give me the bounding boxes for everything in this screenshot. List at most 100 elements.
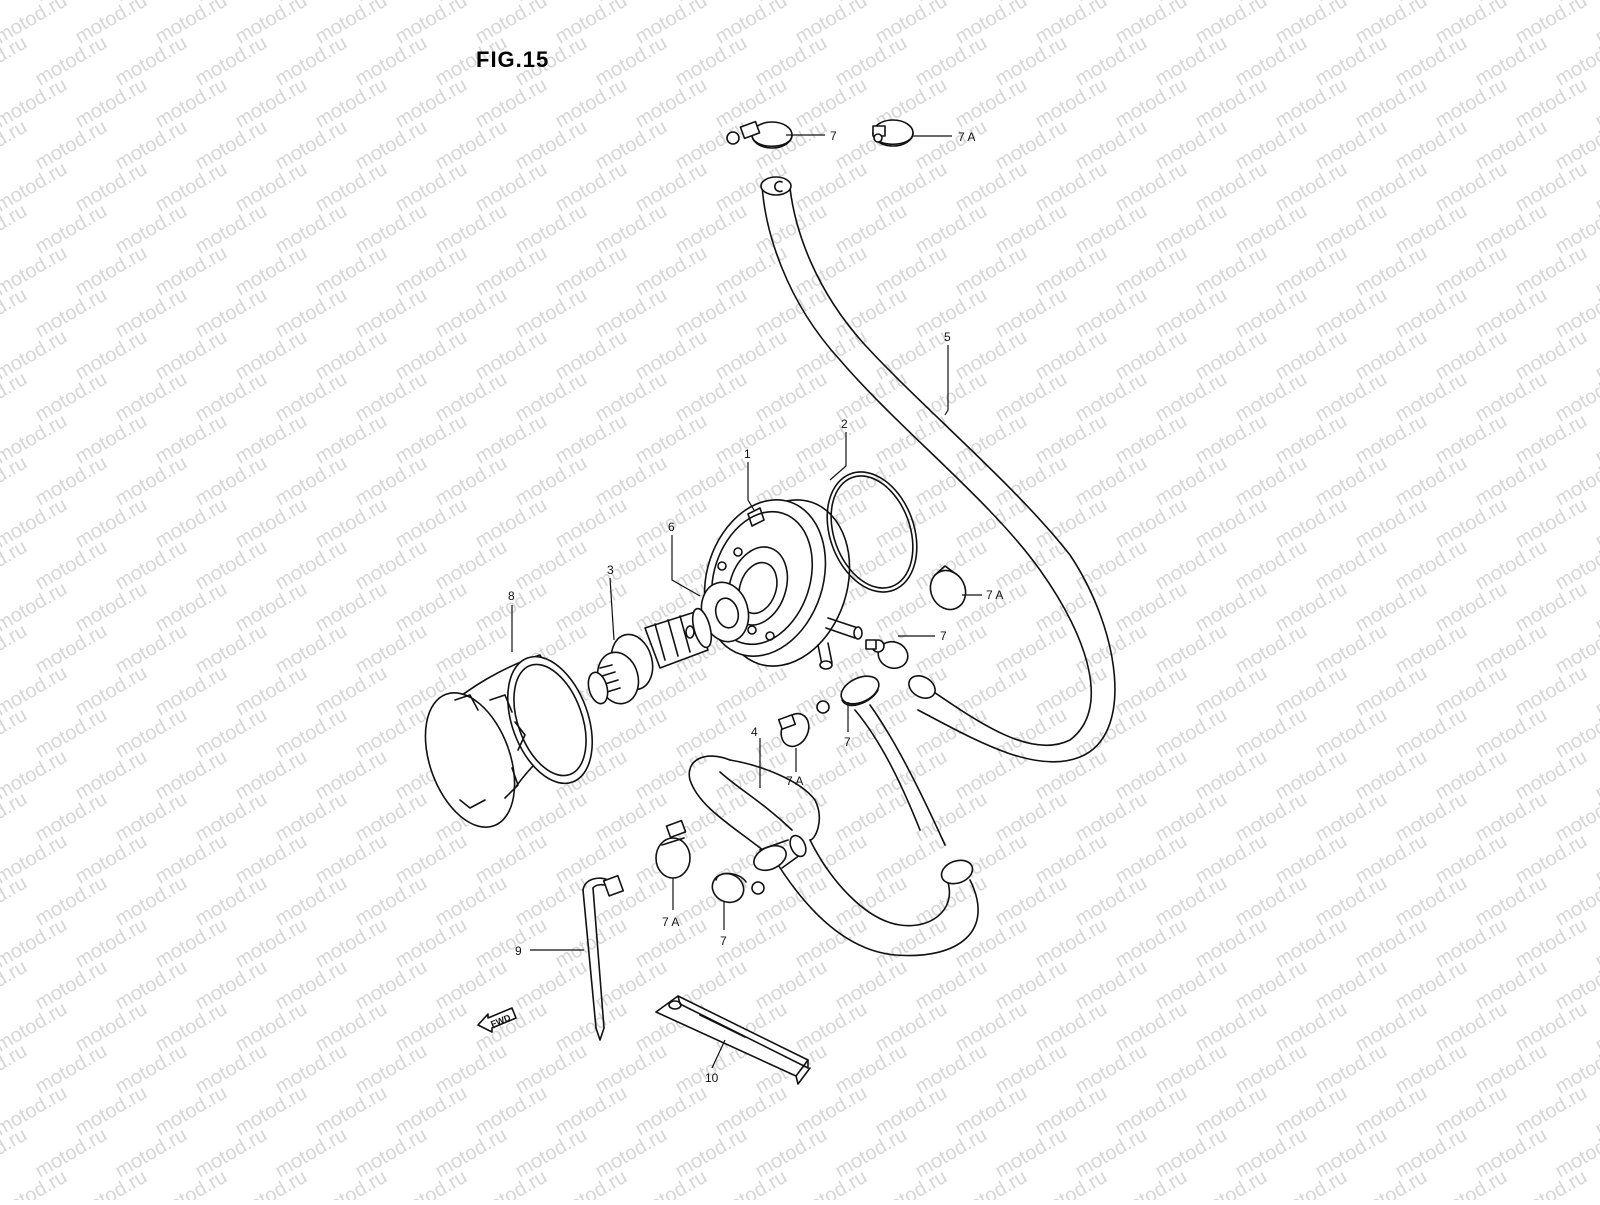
watermark-text: motod.ru: [1352, 410, 1431, 469]
watermark-text: motod.ru: [712, 662, 791, 721]
watermark-text: motod.ru: [1272, 74, 1351, 133]
watermark-text: motod.ru: [72, 494, 151, 553]
watermark-text: motod.ru: [1032, 410, 1111, 469]
watermark-text: motod.ru: [272, 452, 351, 511]
watermark-text: motod.ru: [592, 956, 671, 1015]
hose-clamp-7A-top: [873, 120, 913, 146]
watermark-text: motod.ru: [1352, 998, 1431, 1057]
watermark-text: motod.ru: [512, 1040, 591, 1099]
watermark-text: motod.ru: [1112, 830, 1191, 889]
watermark-text: motod.ru: [312, 830, 391, 889]
watermark-text: motod.ru: [152, 74, 231, 133]
watermark-text: motod.ru: [512, 872, 591, 931]
watermark-text: motod.ru: [192, 620, 271, 679]
watermark-text: motod.ru: [912, 32, 991, 91]
watermark-text: motod.ru: [1272, 746, 1351, 805]
watermark-text: motod.ru: [352, 1040, 431, 1099]
watermark-text: motod.ru: [432, 284, 511, 343]
watermark-text: motod.ru: [72, 1166, 151, 1200]
watermark-text: motod.ru: [1112, 1082, 1191, 1141]
watermark-text: motod.ru: [1472, 872, 1551, 931]
watermark-text: motod.ru: [432, 452, 511, 511]
watermark-text: motod.ru: [32, 620, 111, 679]
watermark-text: motod.ru: [1192, 326, 1271, 385]
watermark-text: motod.ru: [752, 368, 831, 427]
watermark-text: motod.ru: [1312, 956, 1391, 1015]
watermark-text: motod.ru: [1232, 1040, 1311, 1099]
watermark-text: motod.ru: [1272, 998, 1351, 1057]
watermark-text: motod.ru: [1232, 872, 1311, 931]
watermark-text: motod.ru: [32, 956, 111, 1015]
watermark-text: motod.ru: [592, 704, 671, 763]
label-clamp-7A-lower: 7 A: [662, 915, 679, 929]
watermark-text: motod.ru: [992, 536, 1071, 595]
watermark-text: motod.ru: [232, 578, 311, 637]
watermark-text: motod.ru: [192, 788, 271, 847]
watermark-text: motod.ru: [1032, 914, 1111, 973]
watermark-text: motod.ru: [312, 494, 391, 553]
watermark-text: motod.ru: [832, 284, 911, 343]
watermark-text: motod.ru: [1192, 410, 1271, 469]
watermark-text: motod.ru: [1512, 1166, 1591, 1200]
watermark-text: motod.ru: [1512, 494, 1591, 553]
watermark-text: motod.ru: [1032, 1082, 1111, 1141]
watermark-text: motod.ru: [832, 872, 911, 931]
watermark-text: motod.ru: [72, 746, 151, 805]
watermark-text: motod.ru: [552, 1166, 631, 1200]
watermark-text: motod.ru: [952, 74, 1031, 133]
watermark-text: motod.ru: [792, 74, 871, 133]
watermark-text: motod.ru: [1032, 998, 1111, 1057]
watermark-text: motod.ru: [112, 956, 191, 1015]
watermark-text: motod.ru: [1192, 578, 1271, 637]
watermark-text: motod.ru: [312, 1166, 391, 1200]
watermark-text: motod.ru: [1032, 578, 1111, 637]
watermark-text: motod.ru: [0, 620, 31, 679]
watermark-text: motod.ru: [952, 242, 1031, 301]
watermark-text: motod.ru: [1592, 494, 1600, 553]
watermark-text: motod.ru: [192, 284, 271, 343]
watermark-text: motod.ru: [992, 704, 1071, 763]
watermark-text: motod.ru: [1232, 452, 1311, 511]
watermark-text: motod.ru: [1312, 368, 1391, 427]
watermark-text: motod.ru: [1432, 494, 1511, 553]
watermark-text: motod.ru: [232, 830, 311, 889]
watermark-text: motod.ru: [792, 1082, 871, 1141]
watermark-text: motod.ru: [592, 284, 671, 343]
label-clamp-7A-middle: 7 A: [786, 774, 803, 788]
watermark-text: motod.ru: [352, 452, 431, 511]
watermark-text: motod.ru: [192, 452, 271, 511]
watermark-text: motod.ru: [1192, 914, 1271, 973]
watermark-text: motod.ru: [1112, 746, 1191, 805]
watermark-text: motod.ru: [272, 284, 351, 343]
watermark-text: motod.ru: [1592, 998, 1600, 1057]
watermark-text: motod.ru: [392, 914, 471, 973]
watermark-text: motod.ru: [312, 662, 391, 721]
watermark-text: motod.ru: [1192, 746, 1271, 805]
watermark-text: motod.ru: [1312, 620, 1391, 679]
watermark-text: motod.ru: [312, 410, 391, 469]
watermark-text: motod.ru: [872, 998, 951, 1057]
watermark-text: motod.ru: [1472, 536, 1551, 595]
watermark-text: motod.ru: [0, 536, 31, 595]
watermark-text: motod.ru: [1392, 1040, 1471, 1099]
watermark-text: motod.ru: [752, 32, 831, 91]
watermark-text: motod.ru: [272, 788, 351, 847]
watermark-text: motod.ru: [32, 1040, 111, 1099]
watermark-text: motod.ru: [592, 1040, 671, 1099]
watermark-text: motod.ru: [912, 452, 991, 511]
watermark-text: motod.ru: [992, 368, 1071, 427]
watermark-text: motod.ru: [1592, 0, 1600, 48]
watermark-text: motod.ru: [1432, 830, 1511, 889]
watermark-text: motod.ru: [1232, 536, 1311, 595]
watermark-text: motod.ru: [392, 998, 471, 1057]
label-hose-5: 5: [944, 330, 951, 344]
watermark-text: motod.ru: [272, 200, 351, 259]
watermark-text: motod.ru: [312, 74, 391, 133]
watermark-text: motod.ru: [352, 788, 431, 847]
watermark-text: motod.ru: [1152, 284, 1231, 343]
watermark-text: motod.ru: [312, 1082, 391, 1141]
watermark-text: motod.ru: [1472, 1124, 1551, 1183]
watermark-text: motod.ru: [472, 74, 551, 133]
watermark-text: motod.ru: [592, 536, 671, 595]
watermark-text: motod.ru: [1592, 326, 1600, 385]
